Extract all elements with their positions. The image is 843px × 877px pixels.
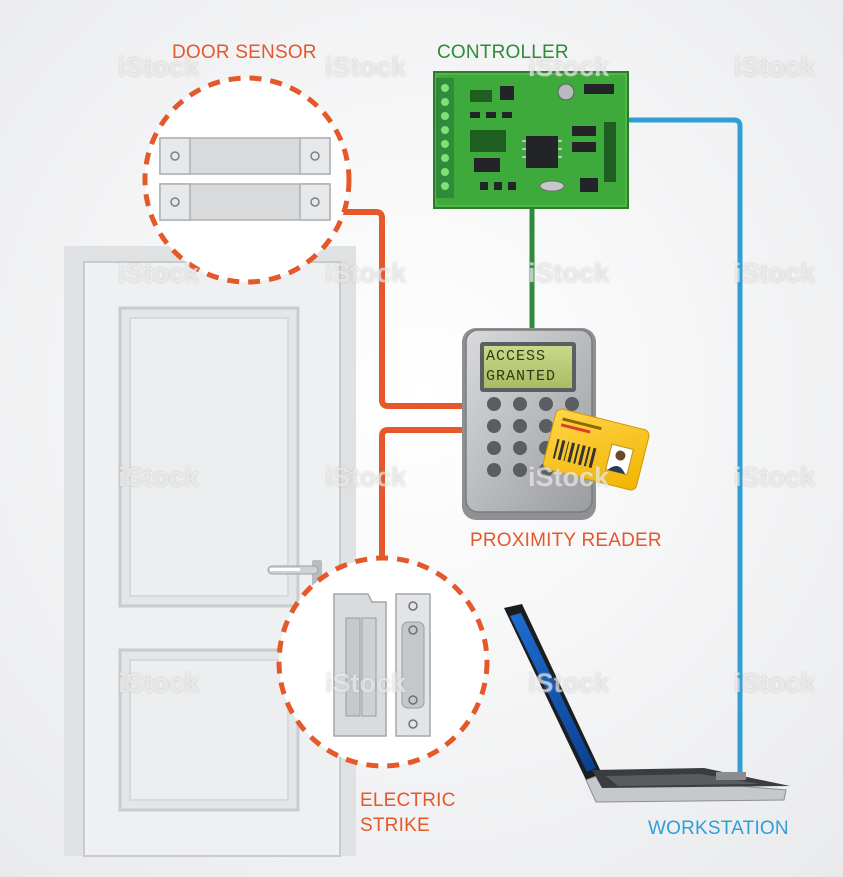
laptop [504, 604, 790, 803]
watermark: iStock [528, 462, 610, 492]
door-sensor-wire [337, 209, 473, 409]
reader-screen-line1: ACCESS [486, 348, 547, 365]
watermark: iStock [325, 52, 407, 82]
watermark: iStock [118, 668, 200, 698]
strike-plate [395, 593, 431, 737]
terminal-block [436, 78, 454, 198]
watermark: iStock [325, 258, 407, 288]
door-sensor-switch [159, 183, 331, 221]
watermark: iStock [528, 258, 610, 288]
watermark: iStock [118, 258, 200, 288]
watermark: iStock [734, 258, 816, 288]
reader-screen-line2: GRANTED [486, 368, 557, 385]
watermark: iStock [734, 462, 816, 492]
watermark: iStock [528, 668, 610, 698]
reader-screen: ACCESS GRANTED [486, 347, 556, 387]
door [64, 246, 356, 857]
access-card [542, 408, 650, 491]
electric-strike-zoom [276, 555, 490, 769]
door-sensor-magnet [159, 137, 331, 175]
controller-board [433, 71, 629, 209]
door-sensor-zoom [142, 75, 352, 285]
watermark: iStock [528, 52, 610, 82]
proximity-reader-label: PROXIMITY READER [470, 530, 662, 551]
watermark: iStock [118, 52, 200, 82]
keypad [487, 397, 579, 477]
watermark: iStock [118, 462, 200, 492]
workstation-label: WORKSTATION [648, 818, 789, 839]
electric-strike-label-line2: STRIKE [360, 815, 430, 836]
watermark: iStock [325, 462, 407, 492]
watermark: iStock [734, 52, 816, 82]
barcode [552, 438, 597, 468]
electric-strike-label: ELECTRIC STRIKE [360, 788, 456, 838]
watermark: iStock [325, 668, 407, 698]
electric-strike-label-line1: ELECTRIC [360, 790, 456, 811]
door-sensor-label: DOOR SENSOR [172, 42, 317, 63]
microchip [522, 136, 562, 168]
controller-label: CONTROLLER [437, 42, 569, 63]
strike-body [333, 593, 387, 737]
watermark: iStock [734, 668, 816, 698]
electric-strike-wire [379, 427, 473, 563]
